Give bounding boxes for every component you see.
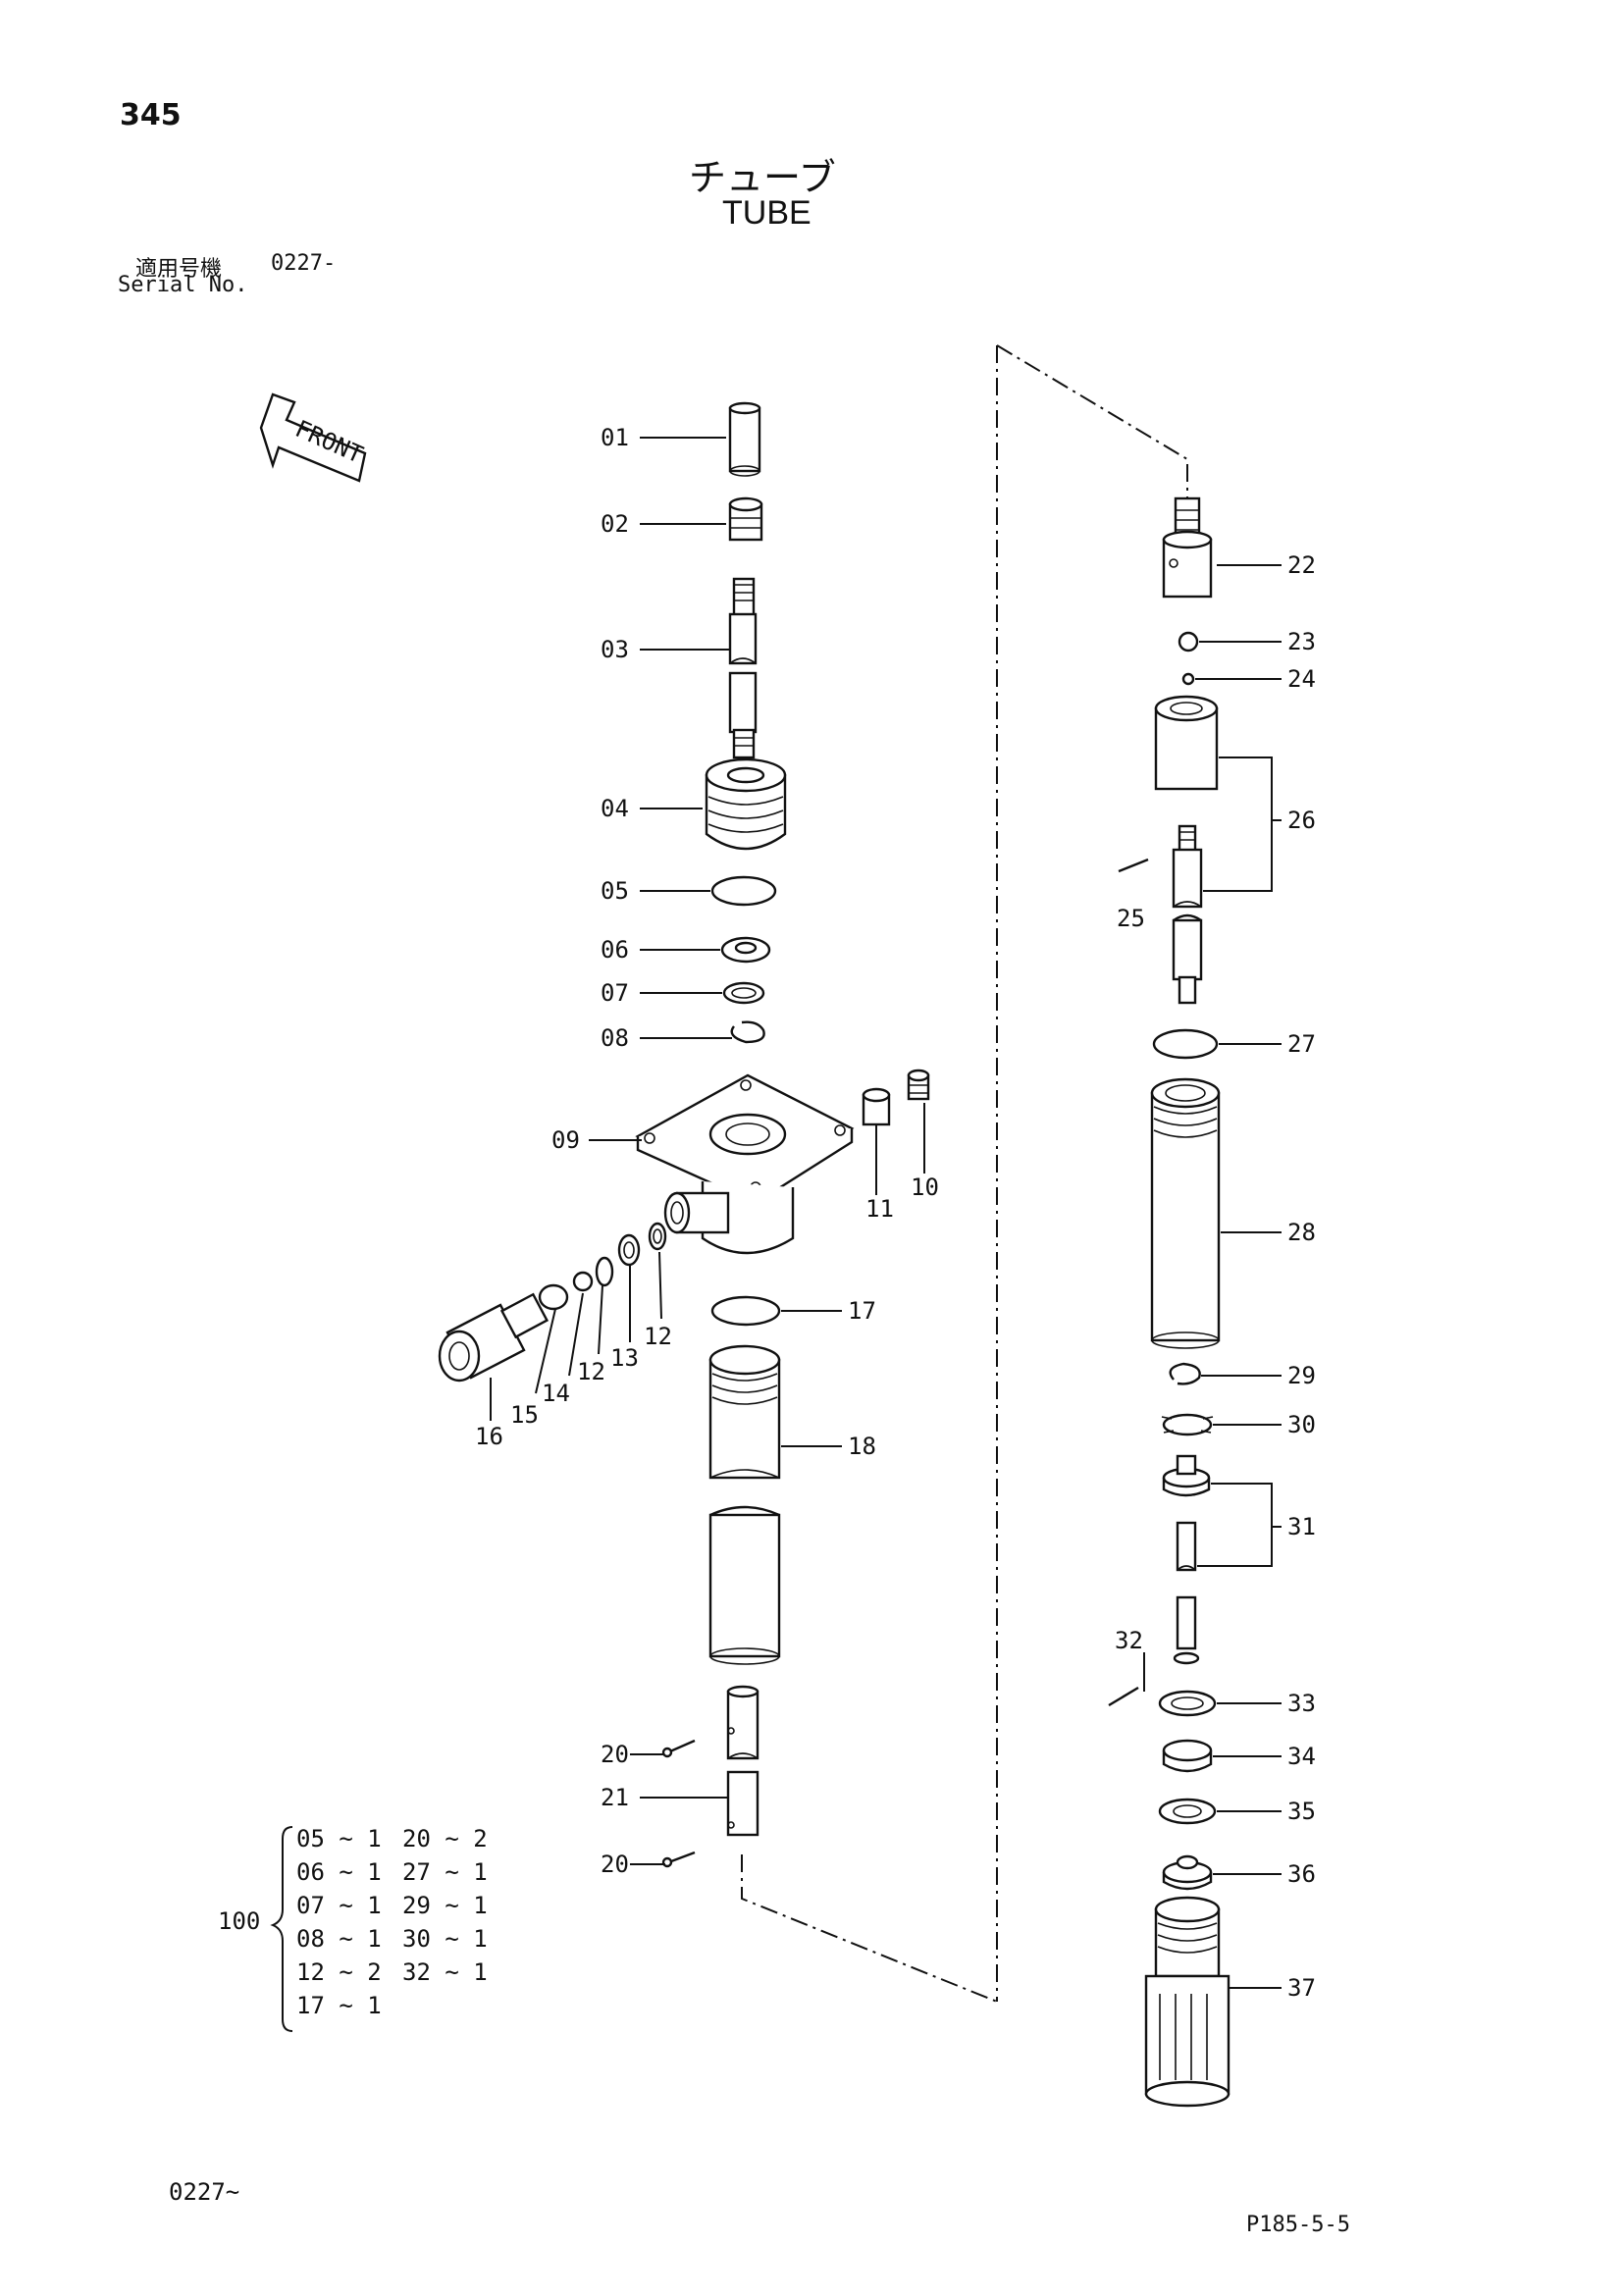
- callout-35: 35: [1287, 1798, 1316, 1825]
- part-25-pin: [1118, 858, 1149, 873]
- callout-12-right: 12: [644, 1323, 672, 1350]
- part-18-tube: [708, 1344, 781, 1665]
- part-21-shaft: [726, 1685, 759, 1837]
- footer-serial: 0227~: [169, 2178, 240, 2206]
- title-english: TUBE: [722, 194, 812, 232]
- kit-item: 20 ~ 2: [402, 1825, 488, 1852]
- kit-item: 29 ~ 1: [402, 1892, 488, 1919]
- part-34-bushing: [1162, 1739, 1213, 1773]
- callout-37: 37: [1287, 1974, 1316, 2002]
- part-37-strainer: [1144, 1896, 1230, 2108]
- kit-item: 17 ~ 1: [296, 1992, 382, 2019]
- callout-28: 28: [1287, 1219, 1316, 1246]
- part-35-seal: [1158, 1798, 1217, 1825]
- callout-13: 13: [610, 1344, 639, 1372]
- part-06-shape: [720, 936, 771, 964]
- callout-20-lower: 20: [601, 1851, 629, 1878]
- callout-18: 18: [848, 1433, 876, 1460]
- callout-09: 09: [551, 1126, 580, 1154]
- callout-15: 15: [510, 1401, 539, 1429]
- callout-25: 25: [1117, 905, 1145, 932]
- title-japanese: チューブ: [689, 156, 836, 199]
- kit-item: 27 ~ 1: [402, 1858, 488, 1886]
- callout-36: 36: [1287, 1860, 1316, 1888]
- callout-06: 06: [601, 936, 629, 964]
- part-20-pins: [661, 1739, 696, 1868]
- callout-32: 32: [1115, 1627, 1143, 1654]
- leader-lines: [490, 437, 1282, 1989]
- callout-30: 30: [1287, 1411, 1316, 1438]
- part-12-13-seals: [595, 1222, 667, 1287]
- callout-16: 16: [475, 1423, 503, 1450]
- callout-22: 22: [1287, 551, 1316, 579]
- callout-05: 05: [601, 877, 629, 905]
- kit-list: 100 05 ~ 1 06 ~ 1 07 ~ 1 08 ~ 1 12 ~ 2 1…: [218, 1825, 488, 2032]
- part-36-cap: [1162, 1854, 1213, 1891]
- kit-label: 100: [218, 1907, 260, 1935]
- part-27-oring: [1152, 1028, 1219, 1060]
- kit-item: 12 ~ 2: [296, 1958, 382, 1986]
- connection-lines: [741, 344, 1188, 2003]
- callout-26: 26: [1287, 807, 1316, 834]
- callout-34: 34: [1287, 1743, 1316, 1770]
- callout-17: 17: [848, 1297, 876, 1325]
- part-05-oring: [710, 875, 777, 907]
- part-28-tube: [1150, 1077, 1221, 1349]
- part-16-fitting: [438, 1292, 550, 1383]
- kit-item: 07 ~ 1: [296, 1892, 382, 1919]
- callout-21: 21: [601, 1784, 629, 1811]
- page-number: 345: [120, 98, 182, 132]
- callout-labels: 01 02 03 04 05 06 07 08 09 10 11 12 13 1…: [475, 424, 1316, 2002]
- figure-code: P185-5-5: [1246, 2213, 1350, 2237]
- part-10-plug: [907, 1069, 930, 1101]
- part-17-oring: [710, 1295, 781, 1327]
- part-07-ring: [722, 981, 765, 1005]
- callout-10: 10: [911, 1174, 939, 1201]
- part-14-15-shapes: [538, 1271, 594, 1311]
- callout-12-left: 12: [577, 1358, 605, 1385]
- front-arrow-icon: FRONT: [259, 392, 367, 483]
- kit-brace: [270, 1826, 293, 2032]
- callout-24: 24: [1287, 665, 1316, 693]
- callout-01: 01: [601, 424, 629, 451]
- part-09-block: [635, 1073, 855, 1255]
- callout-27: 27: [1287, 1030, 1316, 1058]
- serial-label-english: Serial No.: [118, 273, 248, 297]
- part-11-fitting: [862, 1087, 891, 1126]
- serial-value: 0227-: [271, 251, 337, 276]
- part-01-shape: [728, 401, 761, 477]
- callout-20-upper: 20: [601, 1741, 629, 1768]
- part-32-pin: [1108, 1686, 1139, 1707]
- part-30-retainer: [1161, 1413, 1214, 1436]
- callout-02: 02: [601, 510, 629, 538]
- part-03-shape: [728, 577, 758, 759]
- kit-item: 32 ~ 1: [402, 1958, 488, 1986]
- callout-29: 29: [1287, 1362, 1316, 1389]
- callout-33: 33: [1287, 1690, 1316, 1717]
- kit-item: 06 ~ 1: [296, 1858, 382, 1886]
- part-22-fitting: [1162, 496, 1213, 599]
- callout-23: 23: [1287, 628, 1316, 655]
- callout-03: 03: [601, 636, 629, 663]
- part-29-snap-ring: [1169, 1362, 1201, 1385]
- part-31-assembly: [1162, 1454, 1211, 1665]
- part-08-snap-ring: [730, 1020, 765, 1044]
- part-26-assembly: [1154, 695, 1219, 1005]
- part-04-shape: [705, 757, 787, 851]
- part-02-shape: [728, 496, 763, 542]
- callout-31: 31: [1287, 1513, 1316, 1540]
- callout-07: 07: [601, 979, 629, 1007]
- part-33-seal: [1158, 1690, 1217, 1717]
- callout-04: 04: [601, 795, 629, 822]
- serial-label-japanese: 適用号機: [135, 257, 223, 282]
- callout-08: 08: [601, 1024, 629, 1052]
- kit-item: 05 ~ 1: [296, 1825, 382, 1852]
- callout-14: 14: [542, 1380, 570, 1407]
- kit-item: 30 ~ 1: [402, 1925, 488, 1953]
- kit-item: 08 ~ 1: [296, 1925, 382, 1953]
- callout-11: 11: [865, 1195, 894, 1223]
- part-24-ball: [1181, 672, 1195, 686]
- part-23-ball: [1178, 631, 1199, 652]
